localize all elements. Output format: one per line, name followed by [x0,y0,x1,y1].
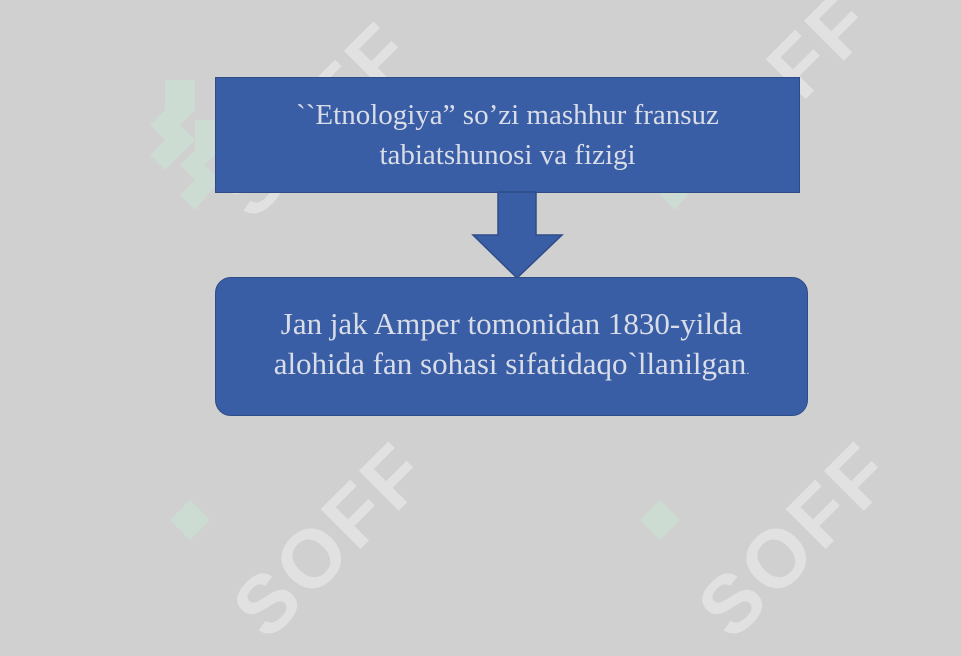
ampere-text: Jan jak Amper tomonidan 1830-yilda alohi… [274,304,750,390]
etymology-line-2: tabiatshunosi va fizigi [379,139,636,171]
soff-logo-icon [170,500,210,540]
ampere-box: Jan jak Amper tomonidan 1830-yilda alohi… [215,277,808,416]
down-arrow-icon [471,191,564,280]
soff-logo-icon [640,500,680,540]
ampere-line-2-main: alohida fan sohasi sifatidaqo`llanilgan [273,345,747,381]
watermark-text: SOFF [215,424,446,656]
watermark-text: SOFF [680,424,911,656]
etymology-line-1: ``Etnologiya” so’zi mashhur fransuz [296,99,719,131]
etymology-box: ``Etnologiya” so’zi mashhur fransuz tabi… [215,77,800,193]
ampere-line-2-trail: . [746,362,750,377]
ampere-line-1: Jan jak Amper tomonidan 1830-yilda [280,305,743,341]
etymology-text: ``Etnologiya” so’zi mashhur fransuz tabi… [296,95,719,175]
ampere-line-2: alohida fan sohasi sifatidaqo`llanilgan. [274,344,750,390]
